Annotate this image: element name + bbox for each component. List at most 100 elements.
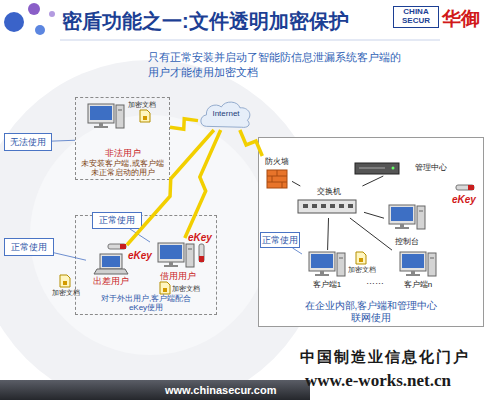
ekey-icon bbox=[199, 244, 204, 262]
node-text: 正常使用 bbox=[99, 215, 135, 225]
node-text: 非法用户 bbox=[105, 148, 141, 158]
user-group: 对于外出用户,客户端配合eKey使用 正常使用出差用户 借用用户 bbox=[75, 215, 217, 315]
ellipsis: …… bbox=[366, 276, 384, 286]
slide-title: 密盾功能之一:文件透明加密保护 bbox=[62, 8, 349, 35]
console-node: 控制台 bbox=[384, 203, 430, 247]
brick-line bbox=[282, 182, 283, 188]
client-computer bbox=[309, 252, 345, 276]
node-text: 借用用户 bbox=[160, 271, 196, 281]
subtitle: 只有正常安装并启动了智能防信息泄漏系统客户端的用户才能使用加密文档 bbox=[148, 50, 406, 81]
internet-cloud: Internet bbox=[198, 98, 254, 130]
user-device: 借用用户 bbox=[150, 238, 205, 282]
decor-dot bbox=[49, 11, 55, 17]
website: www.chinasecur.com bbox=[165, 384, 276, 396]
server-slot bbox=[359, 168, 385, 169]
node-text: 正常使用 bbox=[11, 242, 47, 252]
node-text: 防火墙 bbox=[265, 157, 289, 166]
node-text: 管理中心 bbox=[415, 163, 447, 172]
brand-name: 华御 bbox=[442, 6, 480, 32]
switch-port bbox=[339, 204, 344, 208]
callout-box: 正常使用 bbox=[92, 212, 142, 229]
watermark: www.e-works.net.cn bbox=[305, 371, 451, 391]
decor-dot bbox=[4, 12, 24, 32]
firewall-icon bbox=[267, 170, 287, 188]
callout-box: 正常使用 bbox=[4, 238, 54, 256]
switch-body bbox=[298, 200, 356, 213]
server-icon bbox=[355, 163, 399, 174]
ekey-icon bbox=[108, 244, 126, 249]
firewall-node: 防火墙 bbox=[262, 156, 292, 190]
server-body bbox=[355, 163, 399, 174]
client-node: 客户端n bbox=[392, 250, 444, 290]
client-node: 客户端1 bbox=[302, 250, 352, 290]
node-text: 客户端n bbox=[404, 280, 432, 289]
node-text: 出差用户 bbox=[93, 276, 129, 286]
callout-box: 无法使用 bbox=[4, 133, 52, 151]
server-led bbox=[392, 167, 395, 170]
ekey-label: eKey bbox=[128, 250, 152, 261]
document-icon bbox=[160, 282, 170, 294]
document-icon bbox=[356, 252, 366, 264]
node-text: Internet bbox=[212, 109, 239, 118]
document-icon bbox=[60, 275, 70, 287]
travel-laptop bbox=[94, 254, 128, 274]
network-cable bbox=[292, 181, 300, 186]
decor-dot bbox=[28, 3, 40, 15]
node-text: 控制台 bbox=[395, 237, 419, 246]
logo-box: CHINA SECUR bbox=[393, 6, 439, 28]
borrowed-computer bbox=[158, 243, 194, 267]
server-node: 管理中心 bbox=[352, 160, 448, 176]
network-cable bbox=[350, 218, 392, 250]
enterprise-network: 在企业内部,客户端和管理中心联网使用 防火墙管理中心交换机控制台 正常使用客户端1 客… bbox=[258, 137, 484, 327]
node-text: 对于外出用户,客户端配合eKey使用 bbox=[96, 294, 196, 312]
brick-line bbox=[272, 176, 273, 182]
enterprise-fill bbox=[258, 137, 484, 327]
document-label: 加密文档 bbox=[172, 284, 200, 294]
wireless-bolt bbox=[185, 130, 221, 238]
node-text: 正常使用 bbox=[262, 235, 298, 245]
ekey-label: eKey bbox=[188, 232, 212, 243]
ekey-icon bbox=[456, 185, 474, 190]
node-text: 未安装客户端,或客户端未正常启动的用户 bbox=[79, 159, 167, 177]
network-cable bbox=[362, 176, 383, 186]
callout-pointer bbox=[293, 248, 302, 254]
client-computer bbox=[400, 252, 436, 276]
wireless-bolt bbox=[127, 130, 214, 245]
wireless-bolt bbox=[240, 130, 262, 156]
network-cable bbox=[327, 218, 329, 250]
node-text: 客户端1 bbox=[313, 280, 341, 289]
document-label: 加密文档 bbox=[348, 265, 376, 275]
callout-pointer bbox=[52, 140, 75, 142]
title-rule bbox=[60, 40, 440, 41]
network-cable bbox=[364, 212, 384, 218]
brick-line bbox=[277, 170, 278, 176]
user-group: 非法用户未安装客户端,或客户端未正常启动的用户 bbox=[75, 97, 170, 180]
callout-pointer bbox=[130, 229, 150, 242]
switch-port bbox=[330, 204, 335, 208]
switch-icon bbox=[298, 200, 356, 213]
node-text: 交换机 bbox=[317, 187, 341, 196]
switch-port bbox=[321, 204, 326, 208]
switch-port bbox=[348, 204, 353, 208]
brick-line bbox=[267, 182, 287, 183]
document-label: 加密文档 bbox=[52, 288, 80, 298]
callout-box: 正常使用 bbox=[260, 232, 300, 248]
watermark: 中国制造业信息化门户 bbox=[300, 348, 470, 367]
illegal-computer bbox=[88, 104, 124, 128]
switch-node: 交换机 bbox=[294, 186, 364, 218]
cloud-shape bbox=[201, 102, 250, 127]
switch-port bbox=[312, 204, 317, 208]
console-computer bbox=[389, 205, 425, 229]
node-text: 在企业内部,客户端和管理中心联网使用 bbox=[304, 300, 438, 323]
node-text: 无法使用 bbox=[10, 137, 46, 147]
footer-band bbox=[0, 380, 310, 400]
document-icon bbox=[140, 110, 150, 122]
decor-dot bbox=[35, 25, 45, 35]
firewall-brick bbox=[267, 170, 287, 188]
document-label: 加密文档 bbox=[128, 100, 156, 110]
ekey-label: eKey bbox=[452, 194, 476, 205]
backdrop-circle bbox=[30, 115, 270, 355]
